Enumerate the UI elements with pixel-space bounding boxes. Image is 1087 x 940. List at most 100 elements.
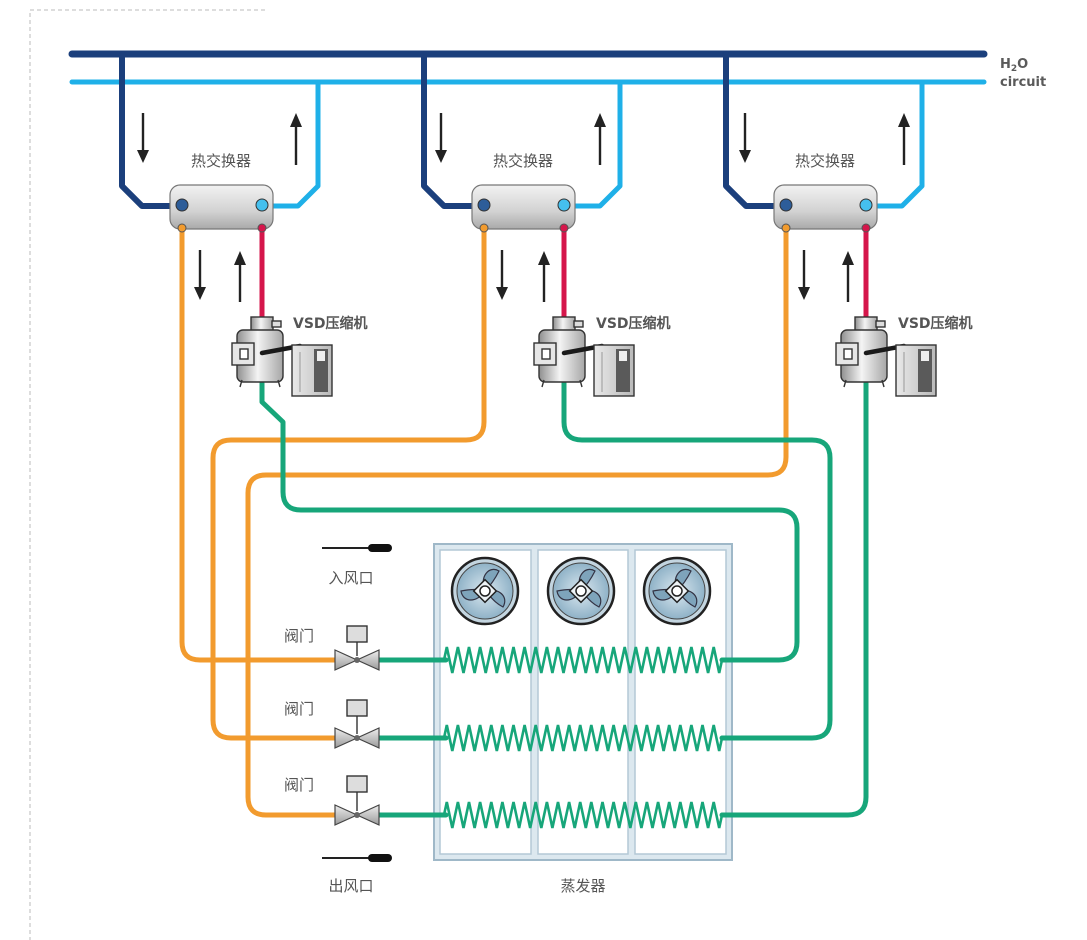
fan-hub — [671, 585, 683, 597]
compressor-label: VSD压缩机 — [898, 315, 973, 332]
terminal-cover — [541, 348, 551, 360]
vsd-drive — [593, 344, 635, 397]
drive-display — [921, 351, 929, 361]
compressor — [835, 316, 907, 388]
dark-blue-branch-pipe — [723, 51, 785, 209]
hx-port-light-blue — [557, 198, 571, 212]
heat-exchanger-body — [169, 184, 274, 230]
compressor-foot — [277, 379, 281, 388]
unit-3: 热交换器 VSD压缩机 — [723, 51, 973, 397]
fan-icon — [642, 556, 712, 626]
up-arrow-icon — [234, 251, 246, 302]
heat-exchanger — [169, 184, 274, 233]
arrow-head — [594, 113, 606, 127]
up-arrow-icon — [898, 113, 910, 165]
evaporator-label: 蒸发器 — [560, 877, 605, 895]
outlet-sensor-body — [368, 854, 392, 862]
hx-port-orange — [479, 223, 489, 233]
drive-display — [317, 351, 325, 361]
dark-blue-branch-pipe — [119, 51, 181, 209]
compressor-foot — [541, 379, 545, 388]
compressor-fitting — [271, 320, 282, 328]
up-arrow-icon — [538, 251, 550, 302]
arrow-head — [496, 287, 508, 300]
up-arrow-icon — [290, 113, 302, 165]
hx-port-dark-blue — [779, 198, 793, 212]
arrow-head — [194, 287, 206, 300]
vsd-drive — [895, 344, 937, 397]
arrow-head — [290, 113, 302, 127]
compressor-neck — [552, 316, 576, 332]
hx-port-orange — [177, 223, 187, 233]
arrow-head — [234, 251, 246, 265]
h2o-h: H — [1000, 57, 1011, 72]
inlet-label: 入风口 — [328, 569, 373, 587]
compressor-foot — [881, 379, 885, 388]
valve-label-1: 阀门 — [284, 627, 314, 645]
unit-1: 热交换器 VSD压缩机 — [119, 51, 368, 397]
arrow-head — [435, 150, 447, 163]
orange-pipe-3 — [245, 225, 789, 818]
valve-label-3: 阀门 — [284, 776, 314, 794]
valve-3 — [334, 775, 380, 826]
arrow-head — [798, 287, 810, 300]
valve-center — [354, 735, 360, 741]
compressor-foot — [579, 379, 583, 388]
h2o-o: O — [1017, 57, 1028, 72]
compressor — [533, 316, 605, 388]
valve-1 — [334, 625, 380, 671]
arrow-head — [538, 251, 550, 265]
valve-actuator — [346, 625, 368, 643]
heat-exchanger-label: 热交换器 — [493, 152, 553, 170]
heat-exchanger — [471, 184, 576, 233]
down-arrow-icon — [137, 113, 149, 163]
green-pipe-2 — [561, 380, 833, 741]
compressor-fitting — [573, 320, 584, 328]
compressor-fitting — [875, 320, 886, 328]
green-pipe-3 — [719, 380, 869, 818]
down-arrow-icon — [194, 250, 206, 300]
dark-blue-branch-pipe — [421, 51, 483, 209]
dashed-frame — [29, 9, 265, 940]
fan-icon — [546, 556, 616, 626]
drive-display — [619, 351, 627, 361]
light-blue-branch-pipe — [565, 79, 623, 209]
up-arrow-icon — [594, 113, 606, 165]
fan-icon — [450, 556, 520, 626]
unit-2: 热交换器 VSD压缩机 — [421, 51, 671, 397]
hx-port-dark-blue — [477, 198, 491, 212]
inlet-sensor-body — [368, 544, 392, 552]
valve-center — [354, 812, 360, 818]
heat-exchanger-body — [773, 184, 878, 230]
down-arrow-icon — [496, 250, 508, 300]
valve-actuator — [346, 699, 368, 717]
green-pipe-1 — [259, 380, 800, 663]
compressor-label: VSD压缩机 — [293, 315, 368, 332]
light-blue-branch-pipe — [867, 79, 925, 209]
compressor-neck — [250, 316, 274, 332]
circuit-label: circuit — [1000, 75, 1046, 90]
arrow-head — [842, 251, 854, 265]
evaporator-coil-1 — [442, 646, 724, 674]
hx-port-red — [861, 223, 871, 233]
outlet-label: 出风口 — [328, 877, 373, 895]
hx-port-light-blue — [255, 198, 269, 212]
vsd-drive — [291, 344, 333, 397]
heat-exchanger — [773, 184, 878, 233]
valve-2 — [334, 699, 380, 749]
hx-port-red — [257, 223, 267, 233]
evaporator-coil-3 — [442, 801, 724, 829]
hx-port-red — [559, 223, 569, 233]
down-arrow-icon — [739, 113, 751, 163]
compressor-foot — [843, 379, 847, 388]
orange-pipe-2 — [210, 225, 487, 741]
hx-port-orange — [781, 223, 791, 233]
h2o-subscript: 2 — [1011, 64, 1017, 74]
compressor-label: VSD压缩机 — [596, 315, 671, 332]
hx-port-dark-blue — [175, 198, 189, 212]
heat-exchanger-body — [471, 184, 576, 230]
heat-exchanger-label: 热交换器 — [795, 152, 855, 170]
inlet-sensor-icon — [322, 544, 392, 552]
up-arrow-icon — [842, 251, 854, 302]
